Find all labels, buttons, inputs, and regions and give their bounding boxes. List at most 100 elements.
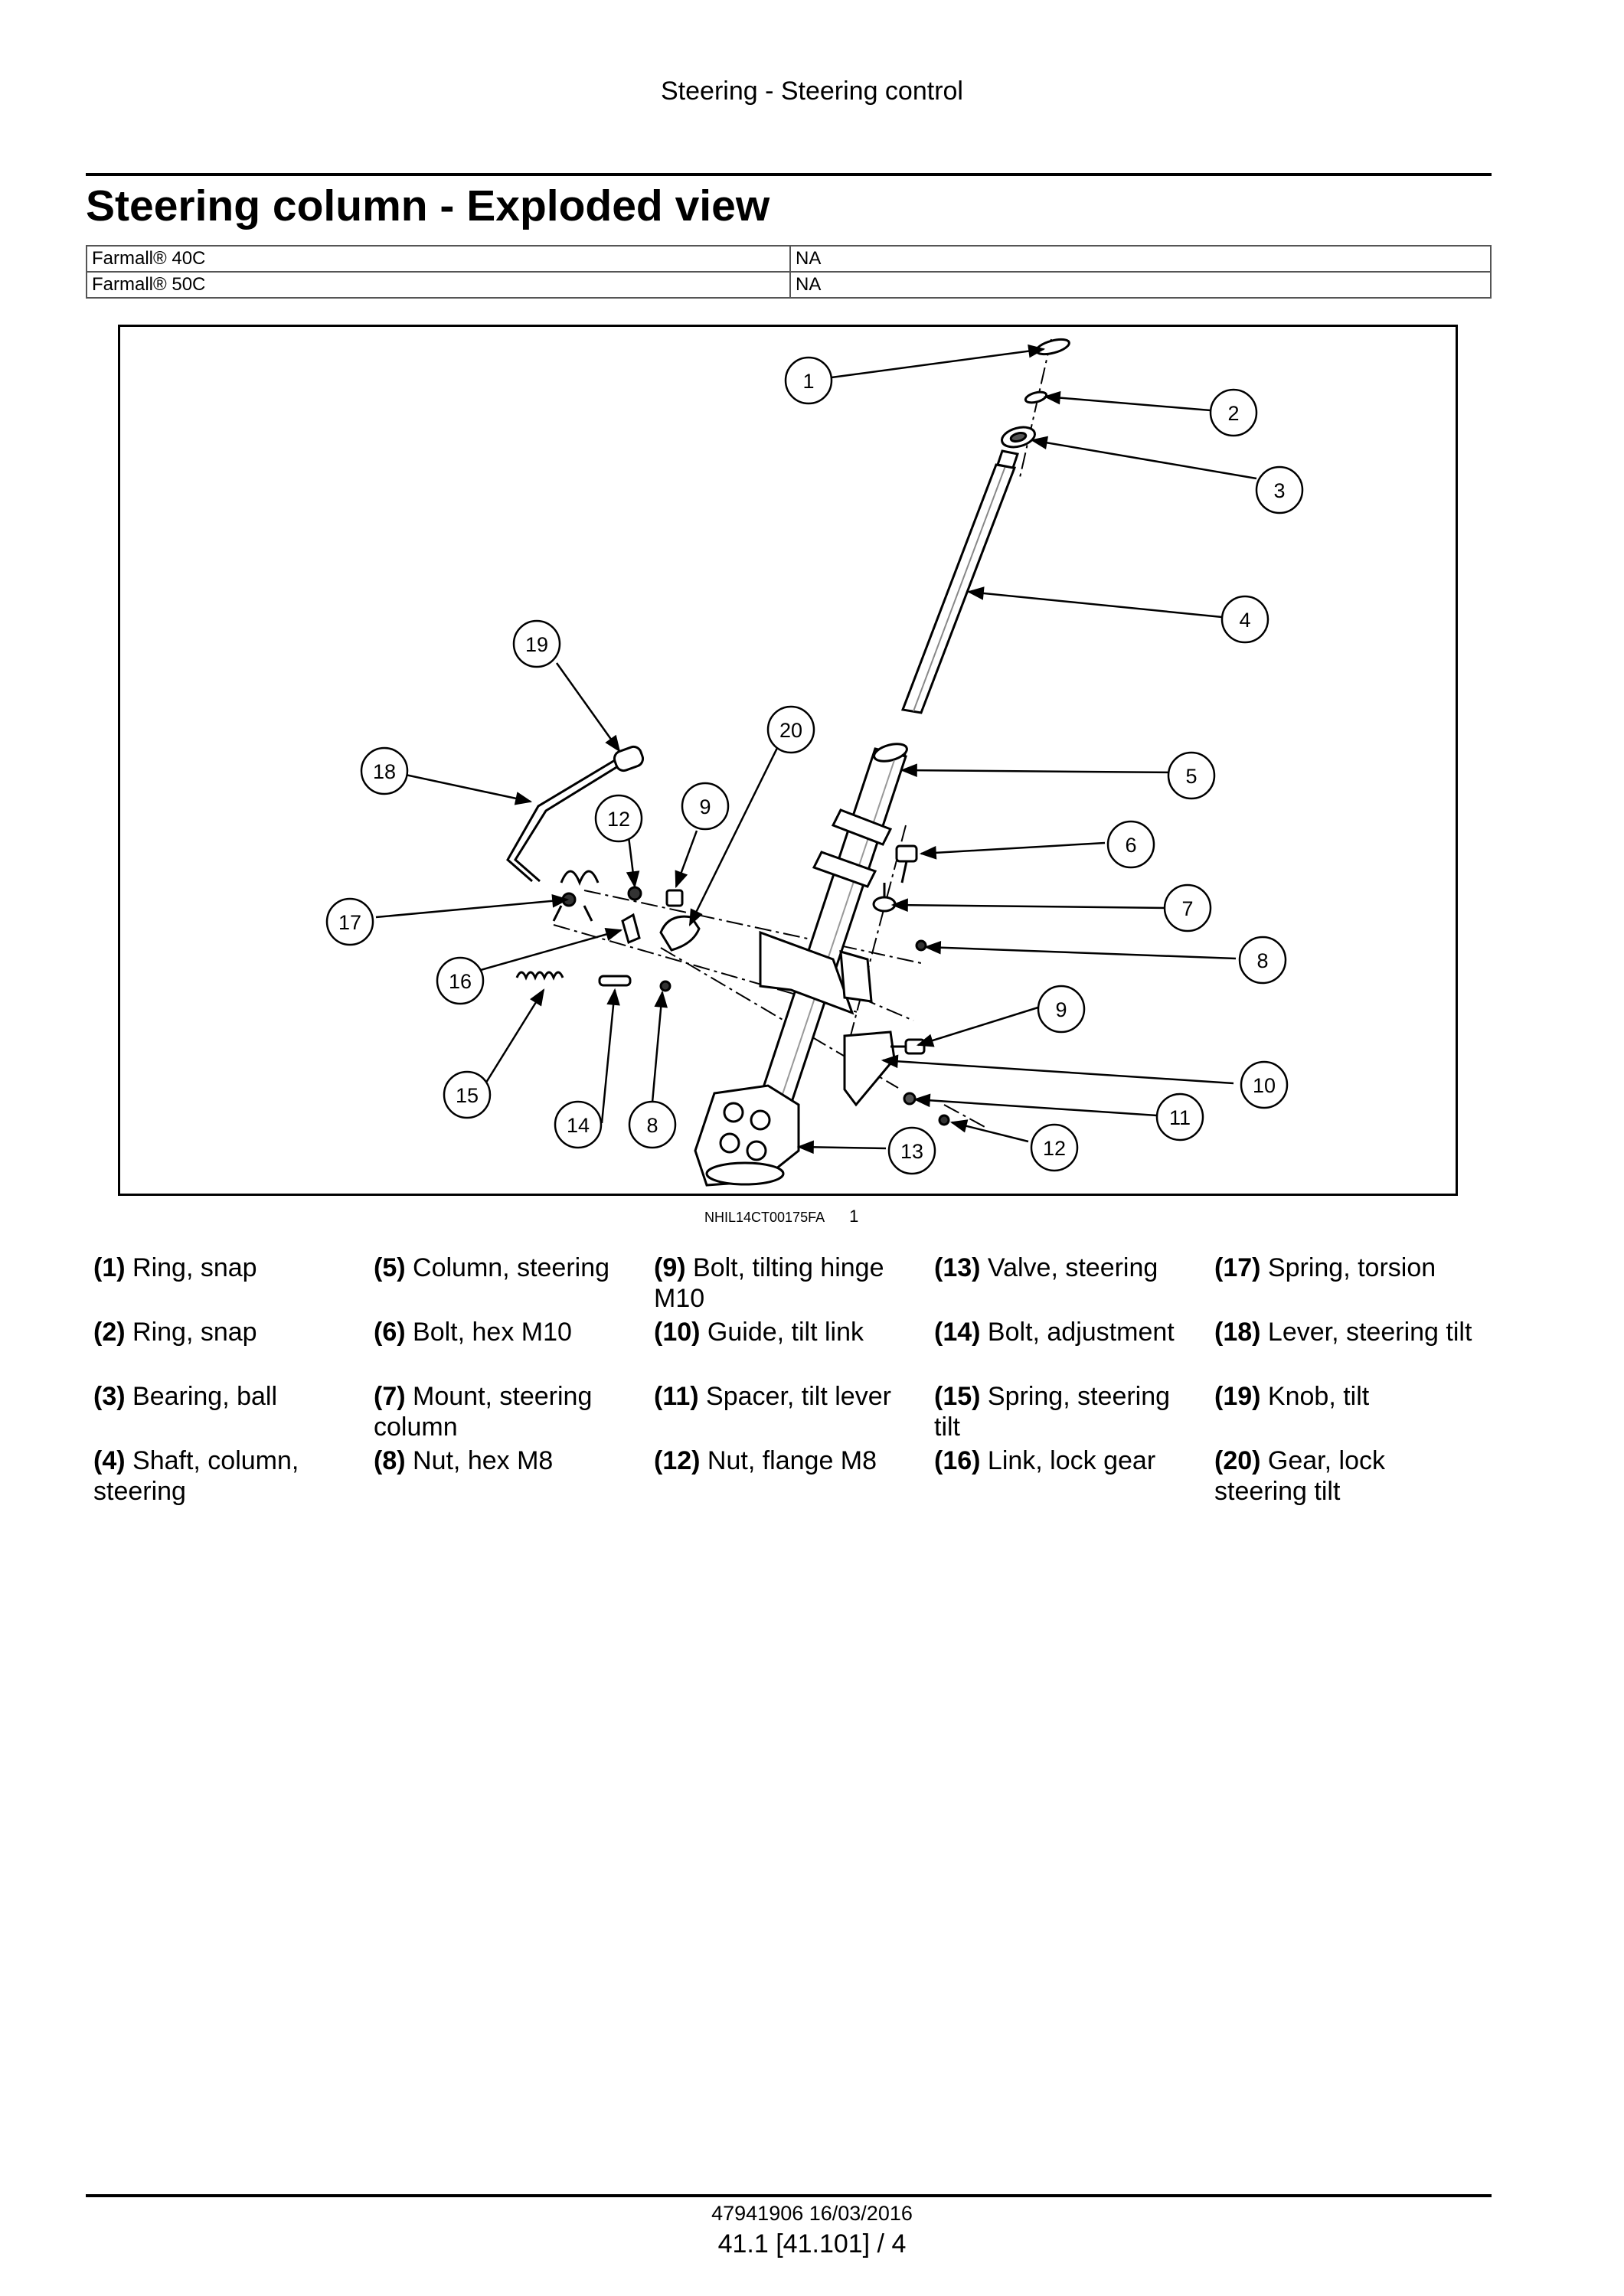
- legend-number: (9): [654, 1253, 686, 1282]
- callout: 14: [554, 1100, 603, 1149]
- section-header: Steering - Steering control: [661, 77, 963, 106]
- snap-ring-1: [1035, 338, 1070, 356]
- legend-number: (19): [1214, 1382, 1261, 1411]
- callout-label: 9: [1055, 998, 1067, 1021]
- callout-label: 12: [1043, 1137, 1066, 1160]
- callout: 9: [681, 782, 730, 831]
- exploded-view-drawing: 1 2 3 4 5 6 7 8 9 10 11 12 13 14 15 16 1…: [325, 338, 1304, 1187]
- legend-number: (13): [934, 1253, 981, 1282]
- callout: 8: [1238, 936, 1287, 985]
- legend-number: (14): [934, 1318, 981, 1347]
- legend-number: (12): [654, 1446, 701, 1475]
- legend-item: (2) Ring, snap: [93, 1317, 358, 1347]
- page-title: Steering column - Exploded view: [86, 181, 770, 230]
- callout: 10: [1240, 1060, 1289, 1109]
- callout: 7: [1163, 883, 1212, 932]
- legend-number: (6): [374, 1318, 406, 1347]
- legend-number: (18): [1214, 1318, 1261, 1347]
- legend-text: Gear, lock steering tilt: [1214, 1446, 1385, 1506]
- callout-label: 5: [1185, 765, 1197, 788]
- legend-text: Nut, flange M8: [707, 1446, 877, 1475]
- legend-item: (16) Link, lock gear: [934, 1445, 1198, 1476]
- callout-label: 17: [338, 911, 361, 934]
- legend-item: (14) Bolt, adjustment: [934, 1317, 1198, 1347]
- legend-item: (12) Nut, flange M8: [654, 1445, 918, 1476]
- figure-caption: NHIL14CT00175FA 1: [704, 1207, 858, 1226]
- legend-number: (10): [654, 1318, 701, 1347]
- callout-label: 12: [607, 808, 630, 831]
- bottom-rule: [86, 2194, 1492, 2197]
- table-row: Farmall® 40C NA: [86, 245, 1492, 273]
- callout: 13: [887, 1126, 936, 1175]
- legend-text: Bolt, hex M10: [413, 1318, 572, 1347]
- legend-item: (15) Spring, steering tilt: [934, 1381, 1198, 1442]
- leader-lines: [375, 344, 1257, 1155]
- callout: 3: [1255, 465, 1304, 514]
- callout-label: 3: [1273, 479, 1285, 502]
- legend-item: (17) Spring, torsion: [1214, 1253, 1479, 1283]
- callout: 12: [594, 794, 643, 843]
- callout-label: 18: [373, 760, 396, 783]
- legend-number: (15): [934, 1382, 981, 1411]
- legend-number: (1): [93, 1253, 126, 1282]
- legend-text: Ring, snap: [132, 1253, 257, 1282]
- legend-item: (13) Valve, steering: [934, 1253, 1198, 1283]
- legend-item: (3) Bearing, ball: [93, 1381, 358, 1412]
- exploded-view-figure: 1 2 3 4 5 6 7 8 9 10 11 12 13 14 15 16 1…: [118, 325, 1458, 1196]
- table-row: Farmall® 50C NA: [86, 271, 1492, 299]
- tilt-spring: [515, 971, 564, 981]
- callout-label: 8: [646, 1114, 658, 1137]
- callout: 19: [512, 619, 561, 668]
- lock-gear: [659, 915, 701, 952]
- steering-valve: [694, 1084, 800, 1187]
- legend-text: Guide, tilt link: [707, 1318, 864, 1347]
- callout: 9: [1037, 985, 1086, 1034]
- legend-number: (2): [93, 1318, 126, 1347]
- callout: 17: [325, 897, 374, 946]
- callout: 11: [1155, 1092, 1204, 1141]
- legend-item: (9) Bolt, tilting hinge M10: [654, 1253, 918, 1314]
- legend-text: Link, lock gear: [987, 1446, 1156, 1475]
- legend-text: Nut, hex M8: [413, 1446, 554, 1475]
- callout: 6: [1106, 820, 1155, 869]
- snap-ring-2: [1024, 390, 1048, 404]
- model-cell: Farmall® 50C: [86, 271, 791, 299]
- legend-text: Column, steering: [413, 1253, 610, 1282]
- callout-label: 7: [1181, 897, 1193, 920]
- value-cell: NA: [789, 271, 1492, 299]
- legend-text: Bolt, tilting hinge M10: [654, 1253, 884, 1313]
- column-brackets: [759, 808, 896, 1107]
- top-rule: [86, 173, 1492, 176]
- legend-item: (6) Bolt, hex M10: [374, 1317, 638, 1347]
- legend-number: (4): [93, 1446, 126, 1475]
- figure-number: 1: [849, 1207, 859, 1226]
- legend-number: (8): [374, 1446, 406, 1475]
- legend-text: Mount, steering column: [374, 1382, 593, 1442]
- legend-text: Lever, steering tilt: [1267, 1318, 1472, 1347]
- model-applicability-table: Farmall® 40C NA Farmall® 50C NA: [86, 245, 1492, 299]
- callout: 5: [1167, 751, 1216, 800]
- legend-text: Spring, torsion: [1267, 1253, 1436, 1282]
- legend-item: (8) Nut, hex M8: [374, 1445, 638, 1476]
- callout-label: 11: [1169, 1106, 1191, 1129]
- legend-item: (4) Shaft, column, steering: [93, 1445, 323, 1507]
- legend-number: (7): [374, 1382, 406, 1411]
- callout: 2: [1209, 388, 1258, 437]
- legend-item: (1) Ring, snap: [93, 1253, 358, 1283]
- legend-number: (5): [374, 1253, 406, 1282]
- legend-text: Bolt, adjustment: [987, 1318, 1175, 1347]
- callout-label: 2: [1227, 402, 1239, 425]
- tilt-lever: [506, 759, 619, 883]
- callout: 8: [628, 1100, 677, 1149]
- steering-shaft: [900, 449, 1019, 714]
- legend-number: (20): [1214, 1446, 1261, 1475]
- legend-item: (18) Lever, steering tilt: [1214, 1317, 1479, 1347]
- legend-item: (11) Spacer, tilt lever: [654, 1381, 918, 1412]
- legend-number: (16): [934, 1446, 981, 1475]
- callout: 16: [436, 956, 485, 1005]
- legend-text: Bearing, ball: [132, 1382, 278, 1411]
- figure-code: NHIL14CT00175FA: [704, 1210, 825, 1225]
- callout-label: 10: [1253, 1074, 1276, 1097]
- legend-text: Spring, steering tilt: [934, 1382, 1171, 1442]
- callout: 20: [766, 705, 815, 754]
